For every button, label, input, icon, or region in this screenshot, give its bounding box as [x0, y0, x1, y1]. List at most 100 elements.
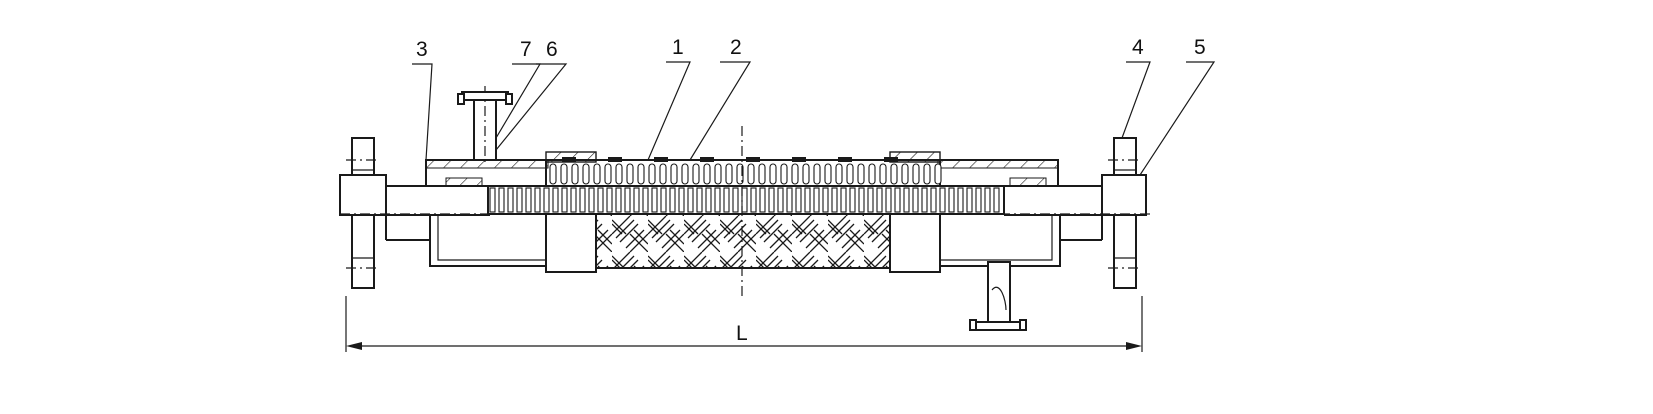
bellows-rib [648, 163, 656, 185]
bellows-fin [876, 187, 883, 213]
bellows-fin [831, 187, 838, 213]
bellows-rib [912, 163, 920, 185]
bellows-fin [786, 187, 793, 213]
bellows-fin [534, 187, 541, 213]
bellows-fin [696, 187, 703, 213]
bellows-fin [597, 187, 604, 213]
bellows-fin [543, 187, 550, 213]
bellows-convolutions [487, 157, 1005, 215]
bellows-fin [849, 187, 856, 213]
bellows-fin [732, 187, 739, 213]
bellows-fin [768, 187, 775, 213]
bellows-rib [879, 163, 887, 185]
reinforcing-ring [884, 157, 898, 162]
bellows-fin [507, 187, 514, 213]
callout-2: 2 [730, 36, 742, 59]
bellows-rib [604, 163, 612, 185]
callout-1: 1 [672, 36, 684, 59]
reinforcing-ring [838, 157, 852, 162]
bellows-rib [692, 163, 700, 185]
bellows-rib [923, 163, 931, 185]
bellows-rib [703, 163, 711, 185]
dimension-line: L [345, 296, 1143, 352]
bellows-fin [813, 187, 820, 213]
callout-4: 4 [1132, 36, 1144, 59]
bellows-fin [750, 187, 757, 213]
bellows-rib [681, 163, 689, 185]
bellows-fin [921, 187, 928, 213]
bellows-fin [741, 187, 748, 213]
bellows-fin [984, 187, 991, 213]
leader-lines [412, 61, 1216, 176]
reinforcing-ring [792, 157, 806, 162]
bellows-fin [840, 187, 847, 213]
bellows-fin [525, 187, 532, 213]
top-nozzle [457, 86, 513, 164]
bellows-rib [582, 163, 590, 185]
left-flange [339, 137, 387, 289]
bellows-fin [642, 187, 649, 213]
reinforcing-ring [700, 157, 714, 162]
bellows-rib [934, 163, 942, 185]
bellows-rib [857, 163, 865, 185]
bellows-fin [687, 187, 694, 213]
bellows-fin [795, 187, 802, 213]
bellows-rib [615, 163, 623, 185]
bellows-fin [669, 187, 676, 213]
bellows-fin [903, 187, 910, 213]
bellows-rib [637, 163, 645, 185]
outer-shell [425, 159, 1059, 187]
bellows-fin [579, 187, 586, 213]
bellows-fin [957, 187, 964, 213]
braided-section [545, 213, 941, 273]
callout-7: 7 [520, 38, 532, 61]
bellows-rib [846, 163, 854, 185]
bellows-rib [813, 163, 821, 185]
bellows-rib [901, 163, 909, 185]
right-flange [1101, 137, 1147, 289]
bellows-rib [560, 163, 568, 185]
bellows-rib [769, 163, 777, 185]
callout-3: 3 [416, 38, 428, 61]
bellows-fin [822, 187, 829, 213]
bellows-rib [593, 163, 601, 185]
callout-6: 6 [546, 38, 558, 61]
bellows-fin [939, 187, 946, 213]
dimension-label-L: L [736, 322, 748, 345]
bellows-fin [588, 187, 595, 213]
bellows-fin [867, 187, 874, 213]
bellows-rib [670, 163, 678, 185]
reinforcing-ring [608, 157, 622, 162]
bottom-nozzle [969, 261, 1027, 331]
bellows-fin [804, 187, 811, 213]
bellows-fin [624, 187, 631, 213]
bellows-fin [759, 187, 766, 213]
bellows-fin [561, 187, 568, 213]
reinforcing-ring [654, 157, 668, 162]
bellows-fin [606, 187, 613, 213]
bellows-fin [570, 187, 577, 213]
bellows-fin [516, 187, 523, 213]
bellows-rib [824, 163, 832, 185]
centre-lines [340, 126, 1150, 300]
bellows-fin [489, 187, 496, 213]
bellows-rib [835, 163, 843, 185]
bellows-fin [966, 187, 973, 213]
bellows-fin [930, 187, 937, 213]
bellows-rib [714, 163, 722, 185]
bellows-rib [549, 163, 557, 185]
bellows-fin [552, 187, 559, 213]
bellows-fin [651, 187, 658, 213]
bellows-rib [868, 163, 876, 185]
bellows-rib [780, 163, 788, 185]
bellows-fin [858, 187, 865, 213]
bellows-fin [723, 187, 730, 213]
bellows-rib [747, 163, 755, 185]
bellows-fin [948, 187, 955, 213]
bellows-rib [659, 163, 667, 185]
bellows-fin [660, 187, 667, 213]
bellows-fin [705, 187, 712, 213]
reinforcing-ring [562, 157, 576, 162]
bellows-rib [802, 163, 810, 185]
